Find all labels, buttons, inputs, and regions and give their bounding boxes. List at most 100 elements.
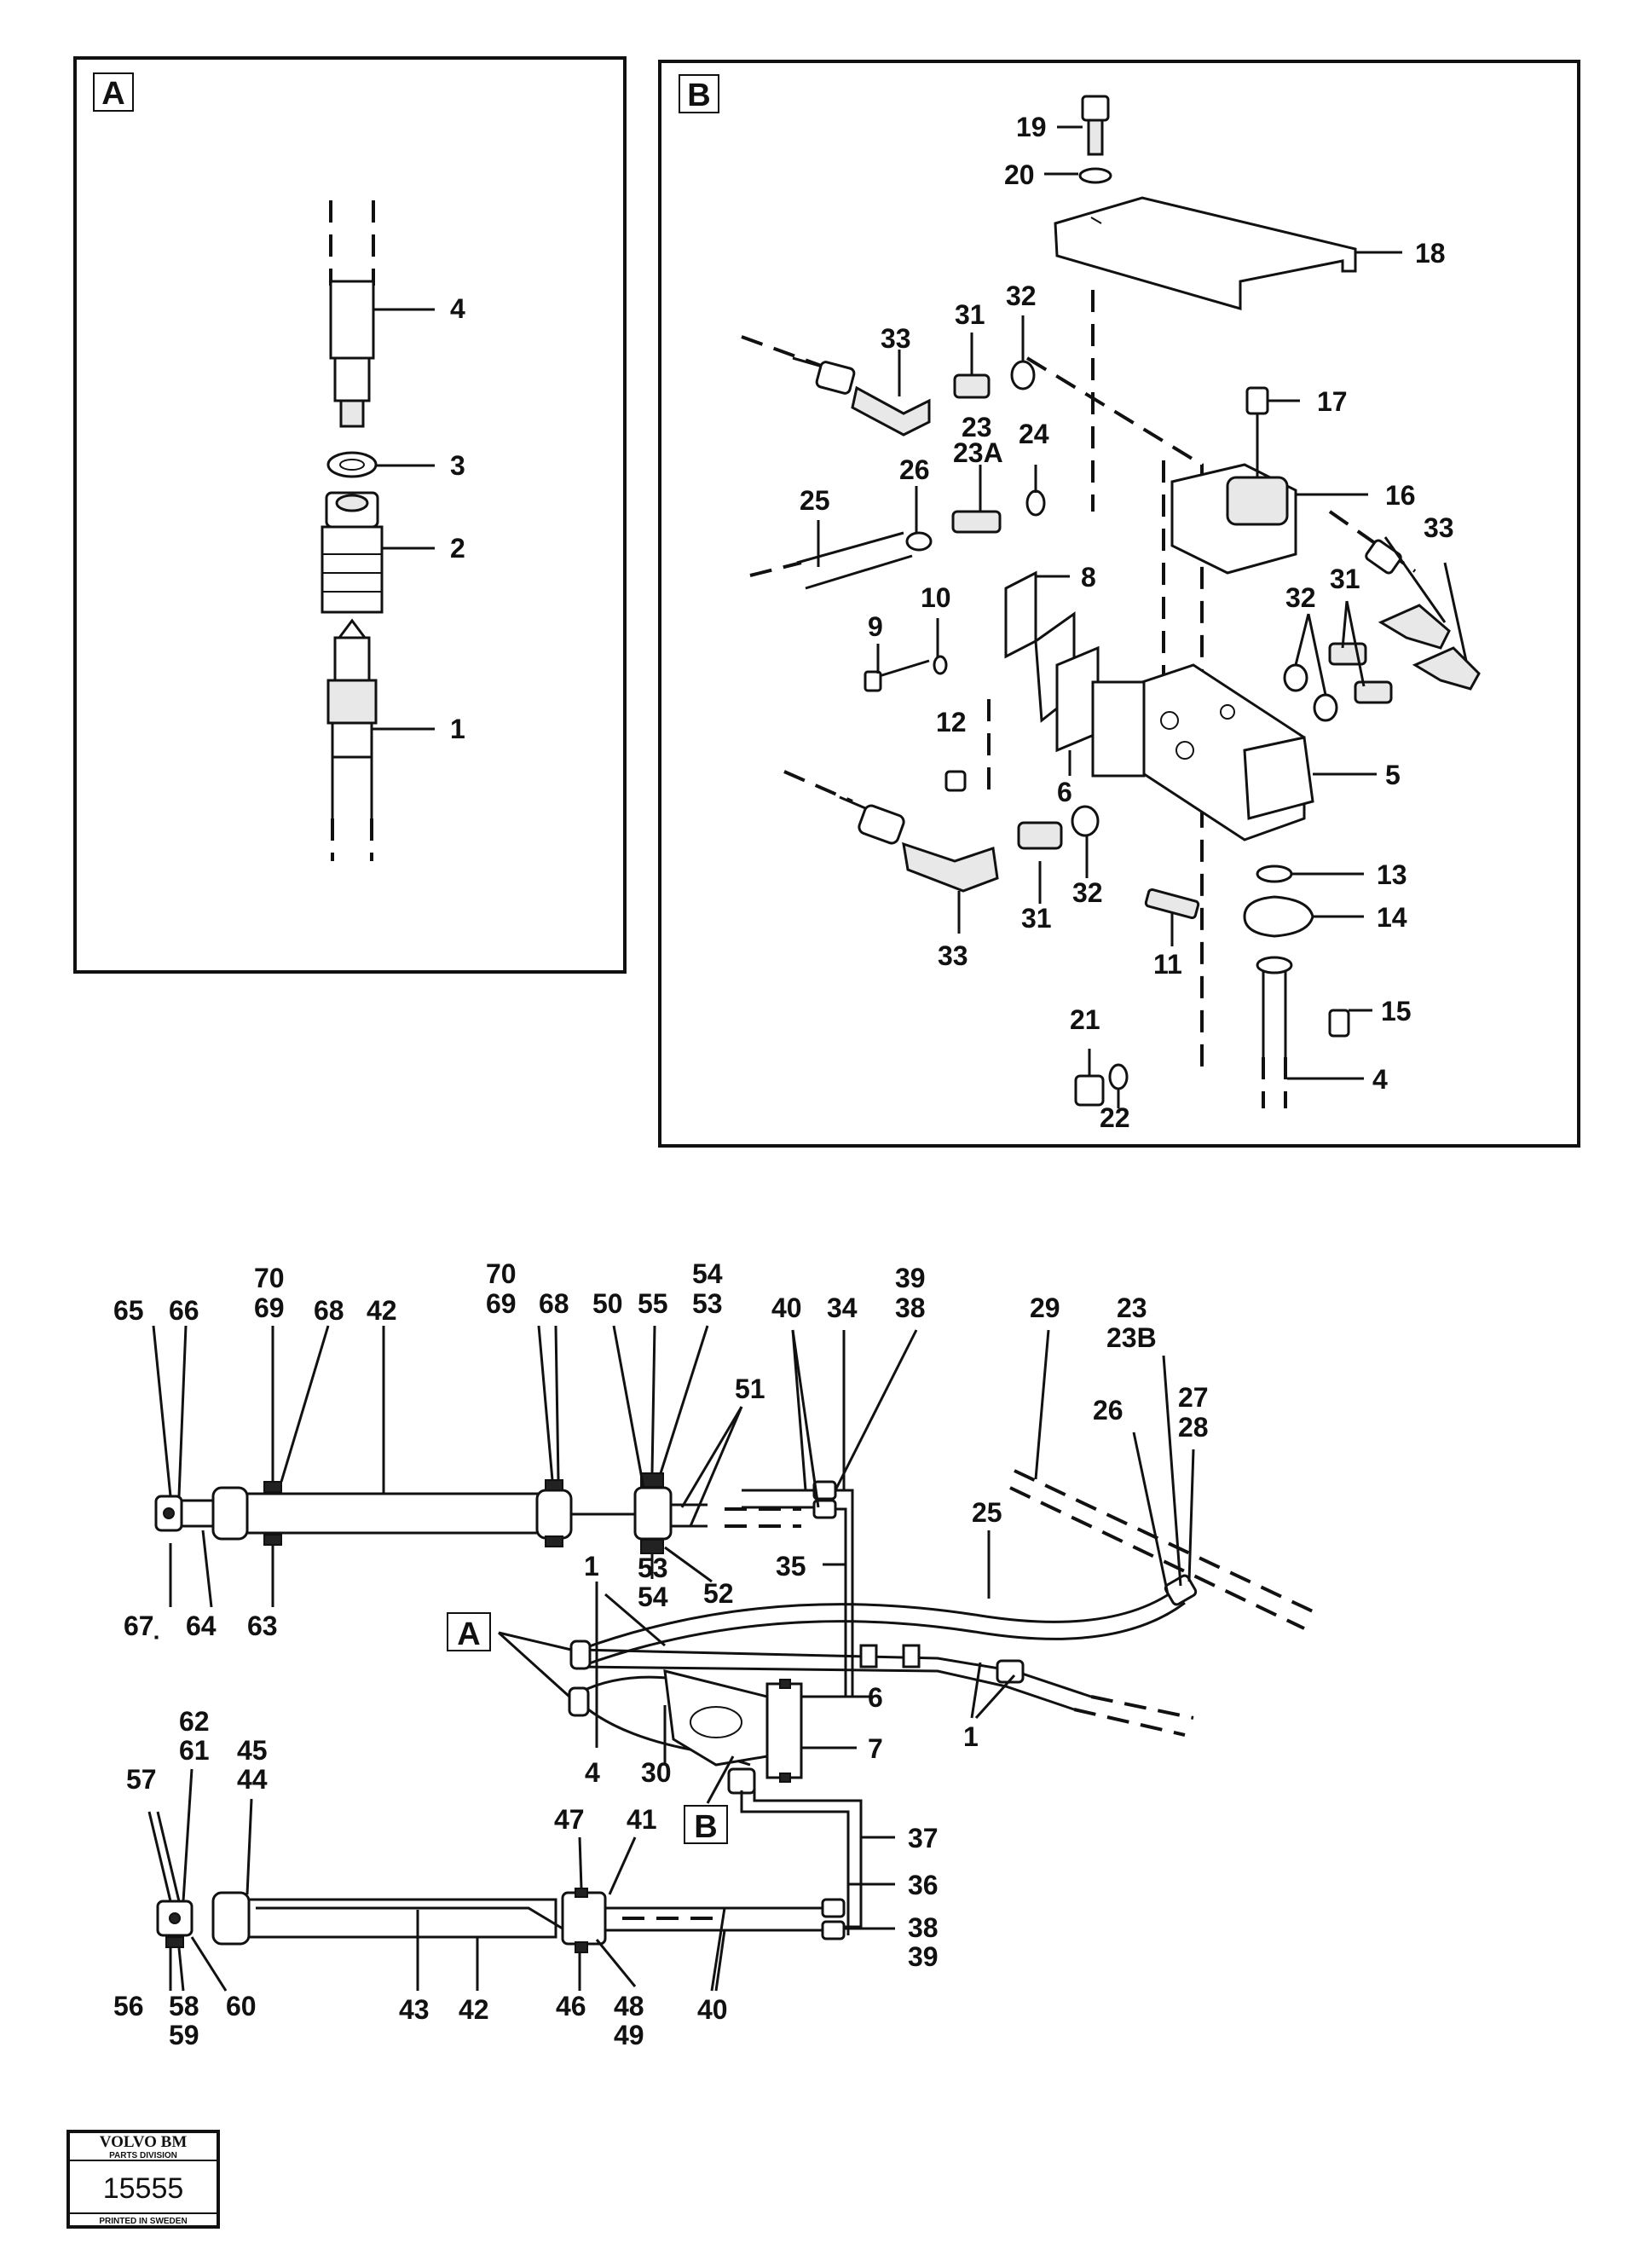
leader-66 [177,1325,188,1497]
hose-33-lower-nut [858,804,905,845]
label-l63: 63 [247,1611,278,1641]
valve-block-5-face [1243,736,1314,820]
label-b24: 24 [1019,419,1049,449]
leader-33-right-a [1383,536,1447,623]
panel-b-tag: B [687,78,710,113]
fitting-31-right-a [1328,642,1367,666]
fitting-1-c [996,1659,1025,1684]
label-l58: 58 [169,1991,199,2021]
label-l39: 39 [895,1263,926,1293]
valve-b-bolt-top [779,1679,791,1689]
label-l54: 54 [692,1258,723,1289]
bolt-19-head [1081,95,1110,122]
label-l61: 61 [179,1735,210,1766]
label-b14: 14 [1377,902,1407,933]
label-a3: 3 [450,450,465,481]
plate-18 [1054,196,1357,310]
label-l51: 51 [735,1374,765,1404]
upper-clamp-68-left [263,1481,282,1493]
upper-cyl-head [535,1489,573,1540]
leader-33-right-b [1443,562,1468,662]
spacer [154,1635,159,1640]
elbow-33-upper [851,385,931,437]
leader-64 [201,1530,213,1608]
leader-26-lower [1132,1431,1170,1595]
panel-a-tag: A [101,76,124,112]
label-l30: 30 [641,1757,672,1788]
elbow-33-right-a [1378,604,1451,650]
valve-b-housing [663,1669,769,1767]
leader-1-right [604,1593,666,1647]
washer-32-right-b [1313,693,1338,722]
washer-20 [1078,167,1112,184]
leader-23-lower [1162,1355,1182,1587]
label-l55: 55 [638,1288,668,1319]
upper-clamp-63 [263,1534,282,1546]
lower-cyl-head [561,1891,607,1946]
leader-40-lower-b [714,1929,726,1992]
nipple-1-hex [326,679,378,725]
panel-b-tag-box [679,74,719,113]
lower-assembly: 65 66 70 69 68 42 70 69 68 50 55 54 53 4… [113,1258,1314,2050]
leader-57b [156,1811,181,1902]
hose-33-lower-dash [783,770,853,803]
label-b33-lower: 33 [938,940,968,971]
label-b23a: 23A [953,437,1003,468]
label-l66: 66 [169,1295,199,1326]
leader-51a [680,1406,743,1508]
fitting-23 [951,510,1002,534]
label-a1: 1 [450,714,465,744]
label-l46: 46 [556,1991,586,2021]
label-b17: 17 [1317,386,1348,417]
hose-4-thread [339,399,365,428]
label-l43: 43 [399,1994,430,2025]
label-l1b: 1 [963,1721,979,1752]
label-l42-lower: 42 [459,1994,489,2025]
leader-29 [1034,1329,1050,1480]
port-2 [1175,741,1194,760]
leader-32-right-b [1307,613,1327,696]
plate-18-hole [1090,217,1102,224]
stamp-brand: VOLVO BM [100,2133,188,2151]
plug-21 [1074,1074,1105,1107]
pipe-36 [740,1790,850,1935]
label-l54b: 54 [638,1582,668,1612]
leader-32-right-a [1294,613,1310,666]
pipe-29-dash-a [1014,1469,1314,1613]
label-l40-lower: 40 [697,1994,728,2025]
leader-69b [537,1325,554,1481]
label-l47: 47 [554,1804,585,1835]
label-b23: 23 [962,412,992,442]
label-l1: 1 [584,1551,599,1582]
callout-b-box [684,1805,728,1844]
label-l62: 62 [179,1706,210,1737]
label-b25: 25 [800,485,830,516]
label-l25: 25 [972,1497,1002,1528]
panel-a-frame [73,56,627,974]
hose-33-lower [839,795,870,812]
leader-47 [578,1836,583,1889]
coupling-a-lower [568,1686,590,1717]
label-l53: 53 [692,1288,723,1319]
washer-32-upper [1010,360,1036,390]
label-b33-right: 33 [1424,512,1454,543]
label-b31-upper: 31 [955,299,985,330]
leader-1b-a [970,1662,982,1719]
upper-nut-53 [640,1539,664,1554]
label-l56: 56 [113,1991,144,2021]
coupling-2 [321,525,384,614]
coupling-2-bore [335,494,369,512]
leader-51b [689,1406,743,1527]
hose-25-top [796,531,904,564]
label-l7: 7 [868,1733,883,1764]
label-l49: 49 [614,2020,644,2050]
label-l23: 23 [1117,1293,1147,1323]
nipple-1-body [333,636,371,682]
label-l59: 59 [169,2020,199,2050]
washer-22 [1108,1063,1129,1090]
leader-65 [152,1325,172,1497]
label-l68b: 68 [539,1288,569,1319]
callout-a-box [447,1612,491,1651]
leader-a-1 [498,1631,572,1651]
label-l67: 67 [124,1611,154,1641]
